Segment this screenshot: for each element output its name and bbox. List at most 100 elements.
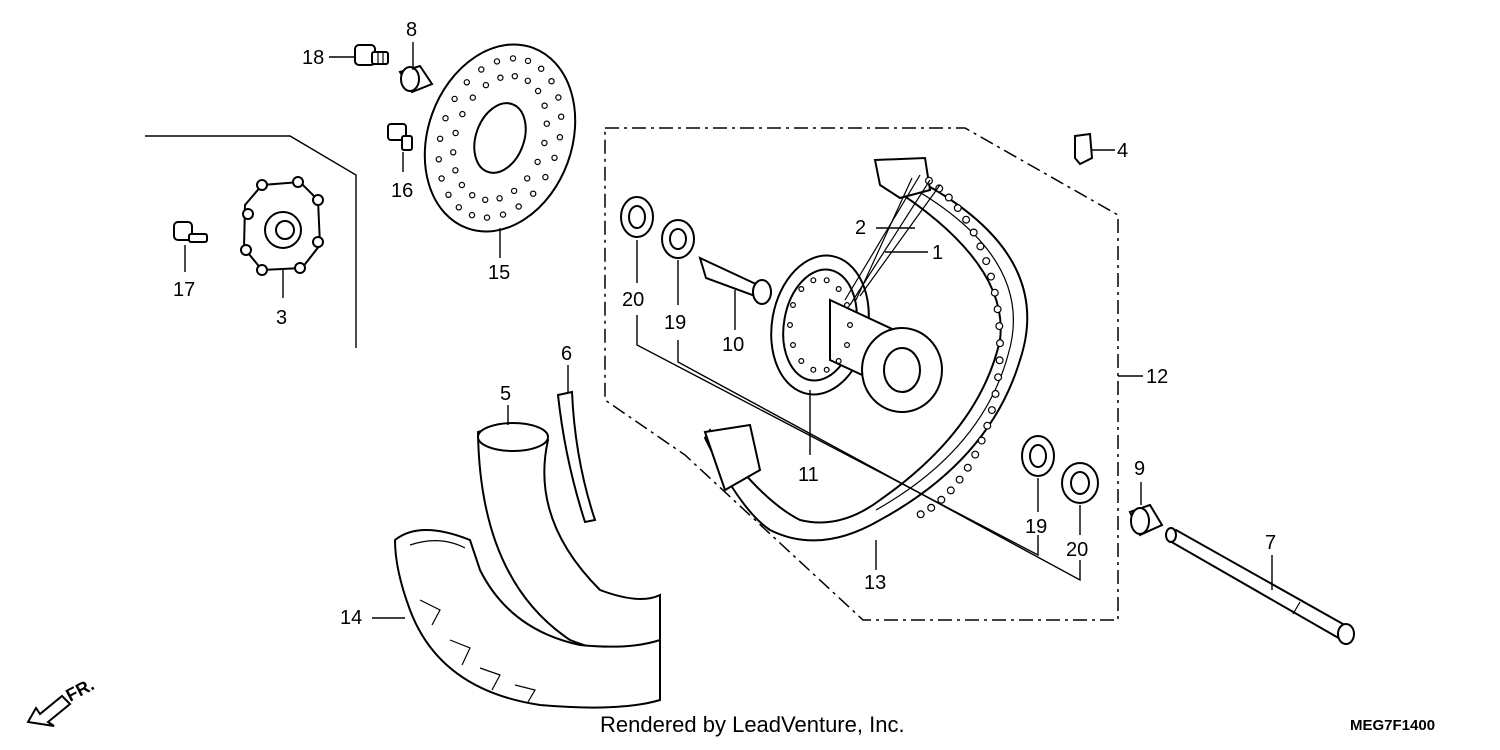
hole xyxy=(971,450,980,459)
hole xyxy=(823,366,830,373)
hole xyxy=(953,204,962,213)
hole xyxy=(810,366,817,373)
render-credit: Rendered by LeadVenture, Inc. xyxy=(600,712,905,737)
disc-holes xyxy=(435,55,565,221)
hole xyxy=(843,302,850,309)
callout-15: 15 xyxy=(488,262,510,284)
callout-2: 2 xyxy=(855,217,866,239)
hole xyxy=(823,277,830,284)
callout-20-left: 20 xyxy=(622,289,644,311)
hole xyxy=(556,133,564,141)
hole xyxy=(530,190,537,197)
callout-11: 11 xyxy=(798,464,819,486)
hole xyxy=(990,288,999,297)
hole xyxy=(493,58,501,65)
wheel-rim-13 xyxy=(703,156,1029,542)
hole xyxy=(963,463,972,472)
front-arrow-icon xyxy=(26,694,72,727)
leader-lines xyxy=(184,42,1273,619)
hole xyxy=(435,156,442,163)
hole xyxy=(977,436,986,445)
callout-5: 5 xyxy=(500,383,511,405)
hole xyxy=(452,129,459,137)
bearing-19-left xyxy=(661,219,695,259)
bolt-16 xyxy=(387,123,413,151)
hole xyxy=(541,102,548,109)
hole xyxy=(548,77,555,85)
callout-13: 13 xyxy=(864,572,886,594)
hole xyxy=(558,113,565,120)
hole xyxy=(916,510,925,519)
hole xyxy=(995,356,1004,365)
hole xyxy=(969,228,978,237)
rim-holes xyxy=(916,176,1004,519)
hole xyxy=(436,135,444,142)
hole xyxy=(955,475,964,484)
hole xyxy=(789,302,796,309)
callout-3: 3 xyxy=(276,307,287,329)
hole xyxy=(509,55,517,62)
hole xyxy=(469,191,476,199)
collar-8 xyxy=(398,64,434,94)
hole xyxy=(451,95,458,103)
hole xyxy=(798,286,805,293)
hole xyxy=(994,373,1003,382)
hole xyxy=(534,158,541,166)
callout-1: 1 xyxy=(932,242,943,264)
hole xyxy=(499,211,507,218)
hub-holes xyxy=(786,277,853,373)
valve-cap-4 xyxy=(1074,132,1094,166)
callout-17: 17 xyxy=(173,279,195,301)
hole xyxy=(962,215,971,224)
hole xyxy=(542,173,549,181)
hole xyxy=(452,167,459,174)
hole xyxy=(982,257,991,266)
bolt-18 xyxy=(354,44,389,66)
callout-9: 9 xyxy=(1134,458,1145,480)
hole xyxy=(463,79,470,86)
hole xyxy=(786,322,793,329)
spokes-1-2 xyxy=(844,174,941,306)
callout-20-right: 20 xyxy=(1066,539,1088,561)
hole xyxy=(944,193,953,202)
callout-labels: 1 2 3 4 5 6 7 8 9 10 11 12 13 14 15 16 1… xyxy=(173,19,1276,629)
group-bracket-left xyxy=(145,135,357,348)
front-direction-indicator: FR. xyxy=(26,674,97,727)
brake-disc-15 xyxy=(423,43,577,233)
callout-19-right: 19 xyxy=(1025,516,1047,538)
axle-7 xyxy=(1165,527,1355,645)
hole xyxy=(543,120,551,127)
hole xyxy=(442,114,449,122)
hole xyxy=(450,149,457,156)
wheel-assembly-outline xyxy=(604,127,1119,621)
collar-9 xyxy=(1128,503,1164,537)
hole xyxy=(946,486,955,495)
hole xyxy=(555,94,562,101)
hole xyxy=(995,322,1004,331)
hole xyxy=(993,305,1002,314)
hole xyxy=(438,175,445,182)
hole xyxy=(455,204,462,211)
hole xyxy=(995,339,1004,348)
diagram-code: MEG7F1400 xyxy=(1350,717,1435,734)
hole xyxy=(810,277,817,284)
bearing-19-right xyxy=(1021,435,1055,477)
hole xyxy=(482,196,489,203)
hole xyxy=(927,503,936,512)
bearing-20-left xyxy=(620,196,654,238)
hole xyxy=(469,94,476,101)
hole xyxy=(798,358,805,365)
hole xyxy=(935,184,944,193)
hole xyxy=(524,77,532,85)
hole xyxy=(458,181,466,189)
callout-19-left: 19 xyxy=(664,312,686,334)
hole xyxy=(515,203,522,210)
callout-14: 14 xyxy=(340,607,362,629)
hole xyxy=(541,139,548,147)
hole xyxy=(445,191,452,198)
hole xyxy=(983,421,992,430)
hole xyxy=(991,389,1000,398)
hole xyxy=(478,66,485,73)
distance-collar-10 xyxy=(698,256,772,305)
